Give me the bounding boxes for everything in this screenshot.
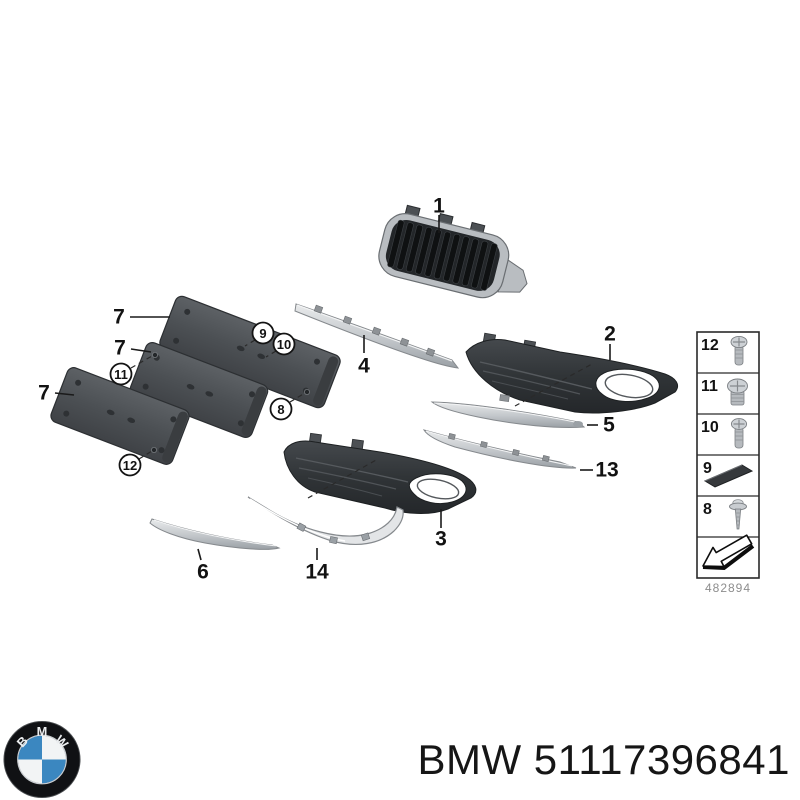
- plate-screw-holes: [142, 354, 255, 427]
- callout-circle-8: [269, 397, 293, 421]
- plate-edge: [241, 386, 267, 436]
- license-plate-filler-bottom: [50, 367, 190, 465]
- legend-number-8: 8: [703, 501, 712, 518]
- plate-screw-holes: [63, 379, 177, 454]
- grille-slat-line: [482, 370, 581, 395]
- legend-number-12: 12: [701, 337, 719, 354]
- lower-grille-left: [283, 432, 477, 514]
- plate-edge: [162, 411, 188, 463]
- oval-head-screw-icon: [730, 335, 748, 366]
- lower-grille-right: [465, 332, 679, 414]
- callout-circle-9: [251, 321, 275, 345]
- callout-circle-10: [272, 332, 296, 356]
- grille-slat-line: [298, 467, 397, 490]
- legend-box: 12 11 10 9 8: [696, 331, 760, 579]
- trim-blade-5: [430, 394, 586, 429]
- grille-slat-line: [491, 380, 569, 400]
- leader-line: [197, 548, 202, 561]
- roundel-quadrant-white: [18, 759, 42, 784]
- callout-label-10: 10: [277, 337, 291, 352]
- callout-label-8: 8: [277, 402, 284, 417]
- callout-label-1: 1: [433, 195, 445, 218]
- kidney-grille: [378, 204, 528, 299]
- footer-part-number: BMW 51117396841: [417, 736, 790, 783]
- trim-blade-14: [247, 496, 404, 546]
- callout-label-2: 2: [604, 323, 616, 346]
- roundel-quadrant-white: [42, 735, 66, 760]
- plate-edge: [313, 356, 339, 406]
- logo-letter-m: M: [37, 724, 48, 739]
- legend-number-10: 10: [701, 419, 719, 436]
- oval-head-screw-icon: [730, 418, 748, 449]
- washer-head-screw-icon: [729, 499, 747, 530]
- legend-number-9: 9: [703, 460, 712, 477]
- callout-label-6: 6: [197, 561, 209, 584]
- trim-blade-6: [149, 518, 281, 550]
- mounting-line: [307, 458, 379, 499]
- trim-strip-4: [294, 303, 460, 369]
- trim-clips: [447, 432, 550, 463]
- leader-line: [244, 339, 256, 347]
- callout-circle-12: [118, 453, 142, 477]
- callout-label-7a: 7: [113, 306, 125, 329]
- mounting-line: [514, 363, 593, 407]
- pan-head-screw-icon: [727, 378, 748, 406]
- callout-label-4: 4: [358, 355, 370, 378]
- direction-arrow-icon: [702, 534, 755, 571]
- callout-label-5: 5: [603, 414, 615, 437]
- trim-clips: [296, 522, 371, 545]
- callout-label-12: 12: [123, 458, 137, 473]
- trim-blade-13: [422, 429, 577, 469]
- callout-label-7b: 7: [114, 337, 126, 360]
- fog-opening-rim: [604, 373, 654, 399]
- bmw-roundel-logo: B M W: [3, 720, 81, 799]
- roundel-inner-rim: [17, 734, 67, 785]
- trim-strip-clips: [313, 304, 436, 357]
- trim-end-cap: [573, 421, 583, 427]
- callout-label-3: 3: [435, 528, 447, 551]
- adhesive-pad-icon: [703, 464, 754, 488]
- callout-label-7c: 7: [38, 382, 50, 405]
- leader-line: [130, 355, 153, 369]
- leader-line: [138, 450, 153, 460]
- leader-line: [130, 348, 152, 353]
- drawing-number: 482894: [705, 581, 751, 595]
- callout-label-11: 11: [114, 367, 128, 382]
- screw-point: [151, 351, 158, 358]
- callout-circle-11: [109, 362, 133, 386]
- callout-label-14: 14: [305, 561, 329, 584]
- leader-line: [265, 350, 277, 358]
- parts-diagram: 1 4 2 5: [38, 195, 760, 595]
- trim-clip: [499, 394, 510, 403]
- roundel-quadrant-blue: [18, 735, 42, 760]
- roundel-quadrant-blue: [42, 759, 66, 784]
- fog-opening-rim: [416, 478, 460, 500]
- legend-number-11: 11: [701, 378, 718, 395]
- callout-label-13: 13: [595, 459, 618, 482]
- screw-point: [303, 388, 310, 395]
- grille-slat-line: [479, 361, 593, 390]
- callout-label-9: 9: [259, 326, 266, 341]
- leader-line: [54, 392, 75, 396]
- grille-slat-line: [295, 457, 409, 483]
- screw-point: [150, 446, 157, 453]
- grille-slat-line: [307, 477, 383, 497]
- leader-line: [289, 392, 306, 403]
- grille-slats: [387, 219, 498, 291]
